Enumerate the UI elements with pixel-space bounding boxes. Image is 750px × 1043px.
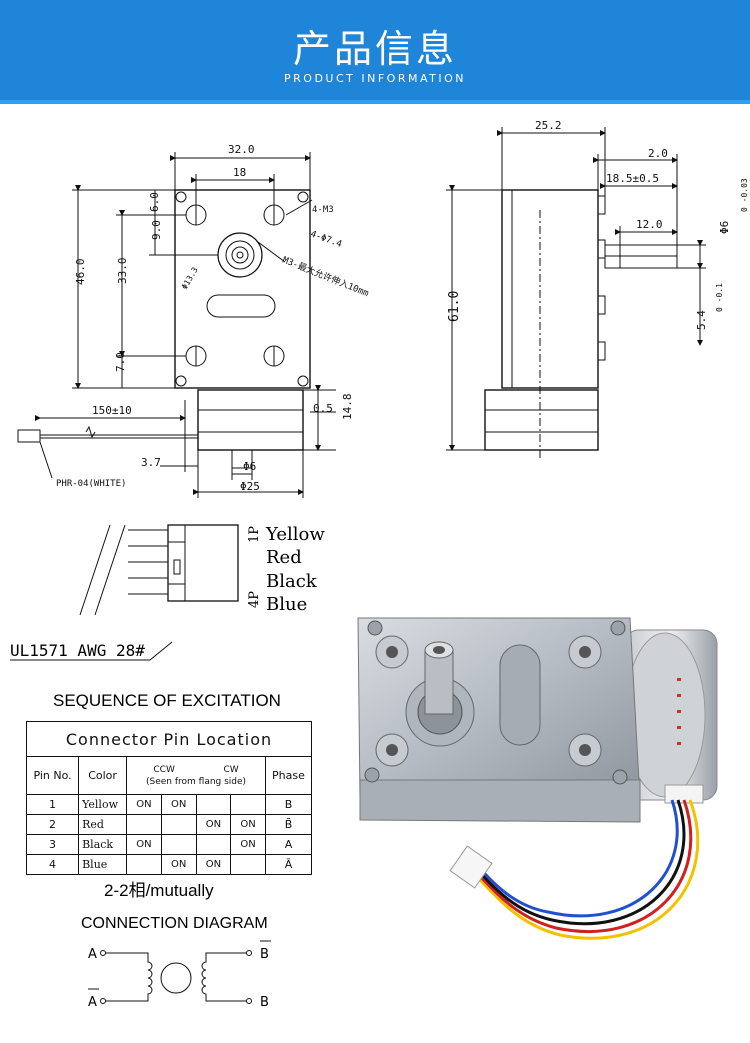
dim-width: 32.0 <box>228 143 255 156</box>
label-hole-dia: 4-Φ7.4 <box>309 229 343 250</box>
header-cw: CW <box>223 764 239 775</box>
wire-color-black: Black <box>266 571 318 592</box>
dim-cable-length: 150±10 <box>92 404 132 417</box>
cell-step <box>126 854 162 875</box>
dim-shaft-len: 18.5±0.5 <box>606 172 659 185</box>
wiring-diagram <box>10 524 239 661</box>
header-pin: Pin No. <box>25 756 80 795</box>
header-ccw: CCW <box>153 764 175 775</box>
dim-flat-len: 12.0 <box>636 218 663 231</box>
wire-color-blue: Blue <box>266 594 307 615</box>
cell-step: ON <box>160 794 197 815</box>
dim-shaft-tol: 0 -0.03 <box>740 178 749 212</box>
dim-bottom-offset: 7.0 <box>114 352 127 372</box>
excitation-table: Connector Pin Location Pin No. Color CCW… <box>25 721 313 875</box>
label-a-bar: A <box>88 995 97 1010</box>
front-view <box>17 152 336 498</box>
cell-color: Blue <box>78 854 128 875</box>
cell-phase: Ā <box>264 854 313 875</box>
dim-mid-offset: 9.0 <box>150 220 163 240</box>
pin-first: 1P <box>247 526 262 543</box>
header-phase: Phase <box>264 756 313 795</box>
dim-top-offset: 6.0 <box>148 192 161 212</box>
mode-label: 2-2相/mutually <box>104 881 214 900</box>
cable-spec: UL1571 AWG 28# <box>10 641 145 660</box>
header-banner: 产品信息 PRODUCT INFORMATION <box>0 0 750 104</box>
dim-flat-tol: 0 -0.1 <box>715 283 724 312</box>
cell-pin: 3 <box>25 834 80 855</box>
header-direction: CCW CW (Seen from flang side) <box>126 756 266 795</box>
dim-side-height: 61.0 <box>447 291 462 322</box>
cell-color: Black <box>78 834 128 855</box>
banner-divider <box>0 100 750 104</box>
cell-phase: B̄ <box>264 814 313 835</box>
label-a: A <box>88 947 97 962</box>
dim-depth: 25.2 <box>535 119 562 132</box>
dim-hole-vertical: 33.0 <box>116 258 129 285</box>
cell-step: ON <box>230 834 266 855</box>
cell-step <box>230 854 266 875</box>
cell-pin: 4 <box>25 854 80 875</box>
dim-motor-gap: 0.5 <box>313 402 333 415</box>
wire-color-yellow: Yellow <box>265 524 325 545</box>
dim-side-shaft-dia: Φ6 <box>718 221 731 234</box>
dim-motor-dia: Φ25 <box>240 480 260 493</box>
cell-step: ON <box>195 854 232 875</box>
dim-shaft-offset: 3.7 <box>141 456 161 469</box>
table-row: 1 Yellow ON ON B <box>25 794 313 815</box>
dim-shaft-dia: Φ6 <box>243 460 256 473</box>
connection-diagram <box>88 940 271 1004</box>
cell-step: ON <box>126 834 162 855</box>
cell-step <box>160 814 197 835</box>
dim-hole-spacing: 18 <box>233 166 246 179</box>
label-b-bar: B <box>260 947 269 962</box>
product-photo <box>357 617 718 940</box>
table-row: 2 Red ON ON B̄ <box>25 814 313 835</box>
dim-motor-height: 14.8 <box>341 394 354 421</box>
label-b: B <box>260 995 269 1010</box>
table-title: Connector Pin Location <box>26 721 312 757</box>
sequence-title: SEQUENCE OF EXCITATION <box>53 691 281 710</box>
pin-last: 4P <box>247 591 262 608</box>
cell-step: ON <box>230 814 266 835</box>
cell-step <box>195 834 232 855</box>
banner-title: 产品信息 <box>292 27 457 71</box>
cell-step: ON <box>160 854 197 875</box>
dim-shaft-ext: 2.0 <box>648 147 668 160</box>
cell-phase: B <box>264 794 313 815</box>
cell-color: Yellow <box>78 794 128 815</box>
banner-subtitle: PRODUCT INFORMATION <box>284 72 466 85</box>
label-connector: PHR-04(WHITE) <box>56 479 126 489</box>
dim-height: 46.0 <box>74 259 87 286</box>
connection-title: CONNECTION DIAGRAM <box>81 915 268 932</box>
cell-color: Red <box>78 814 128 835</box>
wire-color-red: Red <box>266 547 302 568</box>
table-row: 3 Black ON ON A <box>25 834 313 855</box>
cell-pin: 1 <box>25 794 80 815</box>
cell-step <box>126 814 162 835</box>
cell-step <box>160 834 197 855</box>
cell-step: ON <box>126 794 162 815</box>
header-seen: (Seen from flang side) <box>145 776 247 787</box>
table-row: 4 Blue ON ON Ā <box>25 854 313 875</box>
cell-phase: A <box>264 834 313 855</box>
cell-step: ON <box>195 814 232 835</box>
dim-flat: 5.4 <box>695 310 708 330</box>
side-view <box>446 127 706 458</box>
label-hole-thread: 4-M3 <box>312 205 334 215</box>
cell-step <box>195 794 232 815</box>
header-color: Color <box>78 756 128 795</box>
cell-pin: 2 <box>25 814 80 835</box>
cell-step <box>230 794 266 815</box>
